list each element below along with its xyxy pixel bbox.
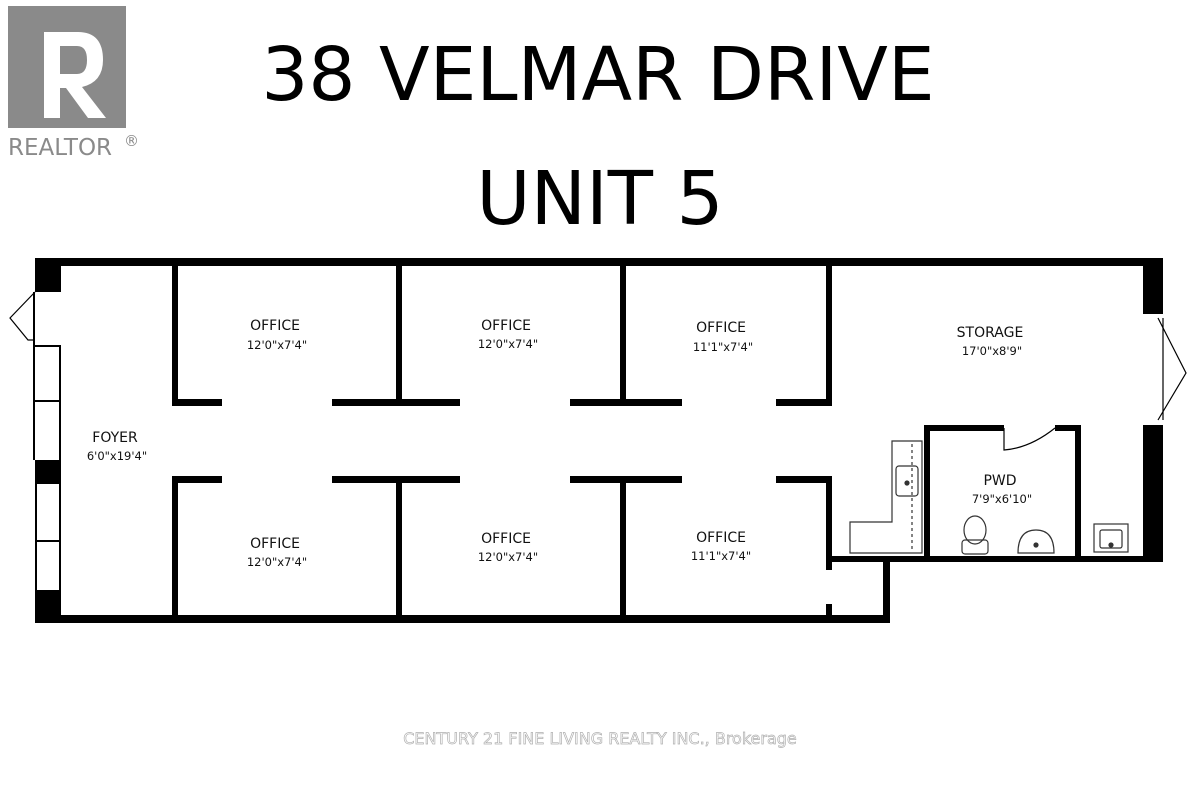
fixtures — [849, 440, 1129, 555]
room-office-top-1: OFFICE 12'0"x7'4" — [247, 318, 307, 352]
room-dimensions: 11'1"x7'4" — [693, 340, 753, 354]
room-dimensions: 12'0"x7'4" — [478, 550, 538, 564]
realtor-logo: REALTOR ® — [8, 6, 138, 161]
realtor-wordmark: REALTOR — [8, 135, 112, 161]
room-name: OFFICE — [250, 318, 300, 334]
room-office-top-3: OFFICE 11'1"x7'4" — [693, 320, 753, 354]
room-name: OFFICE — [250, 536, 300, 552]
room-dimensions: 12'0"x7'4" — [247, 338, 307, 352]
room-foyer: FOYER 6'0"x19'4" — [87, 430, 147, 463]
title-line-2: UNIT 5 — [476, 156, 724, 242]
room-dimensions: 17'0"x8'9" — [962, 344, 1022, 358]
room-name: PWD — [983, 473, 1016, 489]
room-pwd: PWD 7'9"x6'10" — [972, 473, 1032, 506]
room-name: OFFICE — [696, 530, 746, 546]
room-storage: STORAGE 17'0"x8'9" — [957, 325, 1024, 358]
brokerage-watermark: CENTURY 21 FINE LIVING REALTY INC., Brok… — [403, 729, 797, 749]
room-name: OFFICE — [481, 318, 531, 334]
title-line-1: 38 VELMAR DRIVE — [261, 32, 935, 118]
room-office-bottom-3: OFFICE 11'1"x7'4" — [691, 530, 751, 563]
doors-windows — [9, 291, 1187, 451]
room-name: FOYER — [92, 430, 138, 446]
room-name: OFFICE — [481, 531, 531, 547]
room-dimensions: 12'0"x7'4" — [247, 555, 307, 569]
room-dimensions: 12'0"x7'4" — [478, 337, 538, 351]
room-name: STORAGE — [957, 325, 1024, 341]
room-labels: FOYER 6'0"x19'4" OFFICE 12'0"x7'4" OFFIC… — [87, 318, 1032, 569]
room-dimensions: 11'1"x7'4" — [691, 549, 751, 563]
room-office-bottom-2: OFFICE 12'0"x7'4" — [478, 531, 538, 564]
registered-mark: ® — [124, 132, 138, 150]
room-name: OFFICE — [696, 320, 746, 336]
room-office-top-2: OFFICE 12'0"x7'4" — [478, 318, 538, 351]
room-dimensions: 7'9"x6'10" — [972, 492, 1032, 506]
room-office-bottom-1: OFFICE 12'0"x7'4" — [247, 536, 307, 569]
walls — [33, 258, 1163, 623]
room-dimensions: 6'0"x19'4" — [87, 449, 147, 463]
